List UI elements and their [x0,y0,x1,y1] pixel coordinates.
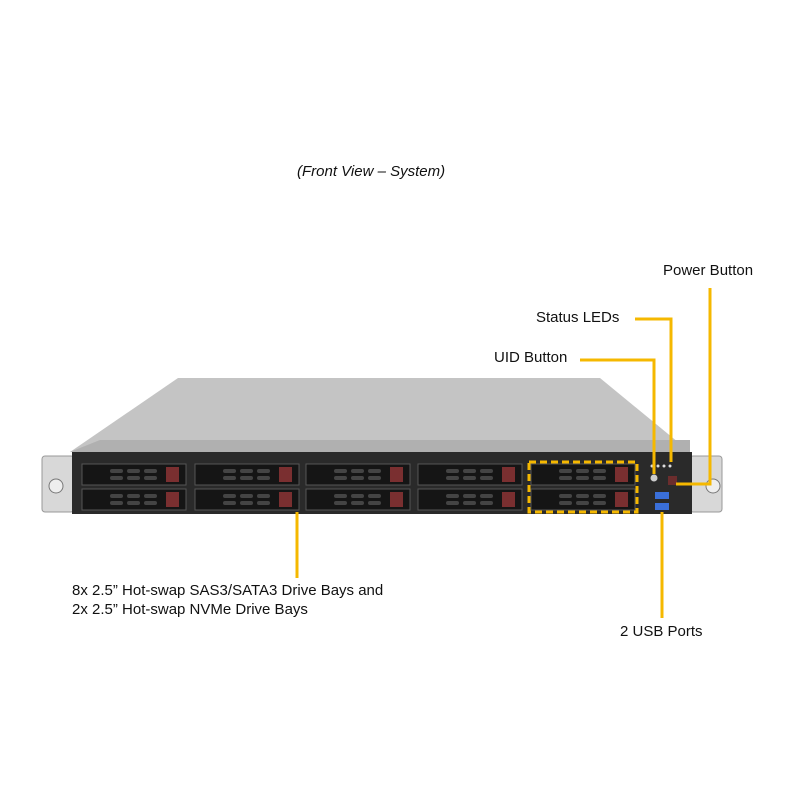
drive-latch [390,492,403,507]
drive-bays-label-line1: 8x 2.5” Hot-swap SAS3/SATA3 Drive Bays a… [72,582,384,599]
drive-bay [81,488,187,511]
drive-bay [194,463,300,486]
usb-ports-label: 2 USB Ports [620,623,703,640]
drive-latch [502,492,515,507]
power-button [668,476,677,485]
drive-bay [194,488,300,511]
drive-bay [417,463,523,486]
drive-latch [390,467,403,482]
drive-latch [166,467,179,482]
status-leds-label: Status LEDs [536,309,620,326]
power-button-leader [676,288,712,486]
drive-latch [279,492,292,507]
uid-button [650,474,658,482]
drive-latch [279,467,292,482]
figure-title: (Front View – System) [297,163,446,180]
drive-bay [305,463,411,486]
drive-bay [81,463,187,486]
callout-lines [295,288,712,618]
usb-port [655,492,669,499]
drive-bay [305,488,411,511]
drive-latch [502,467,515,482]
drive-bay [530,488,636,511]
drive-latch [615,492,628,507]
chassis-top [70,378,690,452]
status-leds-leader [635,317,673,462]
drive-bay [530,463,636,486]
drive-bay [417,488,523,511]
drive-latch [166,492,179,507]
drive-bays-label-line2: 2x 2.5” Hot-swap NVMe Drive Bays [72,601,308,618]
nvme-bays-highlight [527,460,639,514]
usb-port [655,503,669,510]
uid-button-leader [580,358,656,474]
power-button-label: Power Button [663,262,754,279]
uid-button-label: UID Button [494,349,568,366]
drive-latch [615,467,628,482]
